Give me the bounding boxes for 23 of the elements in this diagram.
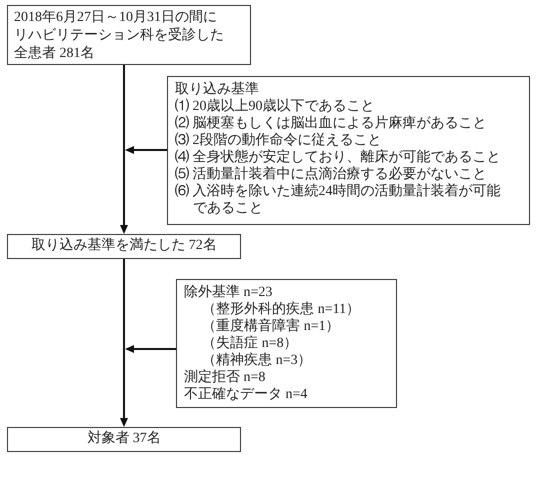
exclusion-box [176, 279, 397, 408]
criteria-item: ⑶ 2段階の動作命令に従えること [175, 132, 382, 149]
criteria-box [167, 76, 530, 225]
arrow [120, 259, 128, 427]
criteria-item: ⑸ 活動量計装着中に点滴治療する必要がないこと [175, 166, 488, 183]
exclusion-item: 不正確なデータ n=4 [184, 386, 308, 403]
criteria-heading: 取り込み基準 [175, 81, 260, 98]
criteria-item: ⑴ 20歳以上90歳以下であること [175, 98, 376, 115]
process-box: 対象者 37名 [7, 427, 241, 452]
exclusion-subitem: （失語症 n=8） [201, 335, 299, 352]
arrow [120, 65, 128, 234]
process-box: 取り込み基準を満たした 72名 [7, 234, 241, 259]
criteria-item: ⑹ 入浴時を除いた連続24時間の活動量計装着が可能であること [175, 183, 502, 217]
arrow [125, 146, 167, 154]
exclusion-subitem: （精神疾患 n=3） [201, 352, 313, 369]
criteria-item: ⑵ 脳梗塞もしくは脳出血による片麻痺があること [175, 115, 488, 132]
criteria-heading: 除外基準 n=23 [184, 284, 274, 301]
exclusion-subitem: （整形外科的疾患 n=11） [201, 301, 362, 318]
process-box: 2018年6月27日～10月31日の間にリハビリテーション科を受診した全患者 281名 [7, 5, 251, 65]
exclusion-subitem: （重度構音障害 n=1） [201, 318, 341, 335]
arrow [125, 345, 176, 353]
criteria-item: ⑷ 全身状態が安定しており、離床が可能であること [175, 149, 502, 166]
exclusion-item: 測定拒否 n=8 [184, 369, 266, 386]
